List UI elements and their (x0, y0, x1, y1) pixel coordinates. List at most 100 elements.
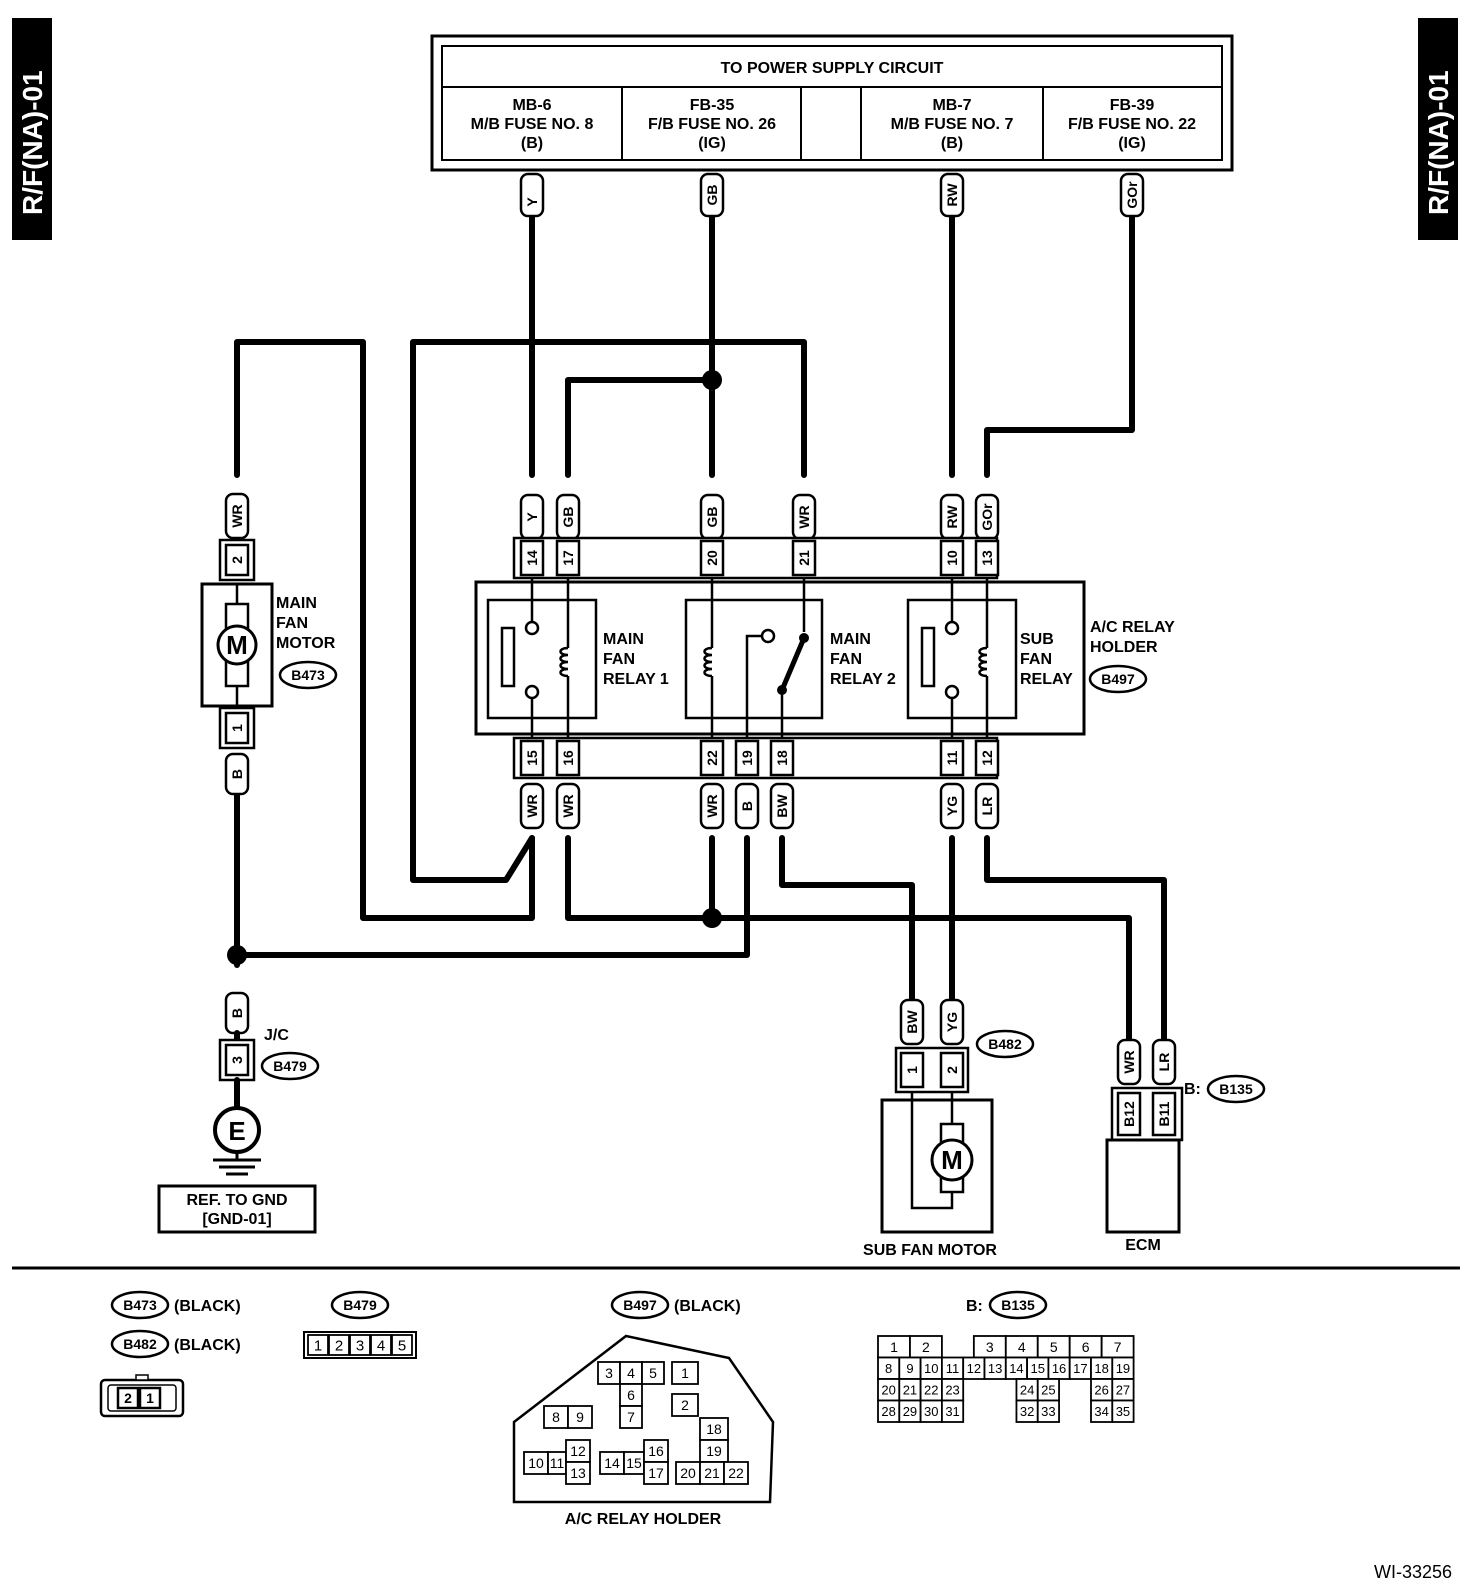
legend-b473-color: (BLACK) (174, 1298, 241, 1315)
junction-b (227, 945, 247, 965)
tag-wr-16: WR (560, 794, 576, 817)
pin-label: 6 (1082, 1339, 1090, 1355)
relay1-label-1: MAIN (603, 631, 644, 648)
power-cell-mb6-fuse: M/B FUSE NO. 8 (471, 116, 594, 133)
pin-label: 3 (605, 1365, 613, 1381)
tag-lr-12: LR (979, 797, 995, 816)
pin-label: 5 (398, 1337, 406, 1354)
pin-label: 33 (1041, 1404, 1055, 1419)
pin-label: 16 (1052, 1361, 1066, 1376)
side-tab-left: R/F(NA)-01 (12, 18, 52, 240)
relay1-label-2: FAN (603, 651, 635, 668)
relay2-label-2: FAN (830, 651, 862, 668)
pin-label: 14 (604, 1455, 620, 1471)
pin-label: 10 (528, 1455, 544, 1471)
connector-b473: B473 (291, 667, 325, 683)
jc-label: J/C (264, 1027, 289, 1044)
pin-label: 7 (627, 1409, 635, 1425)
pin-label: 18 (1094, 1361, 1108, 1376)
pin-label: 21 (704, 1465, 720, 1481)
sub-fan-motor: BW YG B482 1 2 M SUB FAN MOTOR (863, 998, 1035, 1259)
wire-lr (984, 835, 1167, 1043)
legend-b482-pin-1: 1 (146, 1390, 154, 1406)
pin-19: 19 (739, 750, 755, 766)
pin-15: 15 (524, 750, 540, 766)
pin-label: 2 (681, 1397, 689, 1413)
pin-label: 12 (570, 1443, 586, 1459)
power-cell-mb6-type: (B) (521, 135, 543, 152)
pin-label: 19 (706, 1443, 722, 1459)
main-motor-pin-1: 1 (229, 724, 245, 732)
pin-label: 31 (945, 1404, 959, 1419)
pin-label: 9 (576, 1409, 584, 1425)
relay-bottom-pins: 15 16 22 19 18 11 12 (519, 739, 1000, 777)
legend-b135-code: B135 (1001, 1297, 1035, 1313)
pin-label: 1 (681, 1365, 689, 1381)
junction-gb (702, 370, 722, 390)
pin-label: 3 (986, 1339, 994, 1355)
pin-label: 6 (627, 1387, 635, 1403)
tag-gb-top: GB (704, 185, 720, 206)
pin-label: 4 (377, 1337, 385, 1354)
relay2-label-3: RELAY 2 (830, 671, 896, 688)
tag-wr-22: WR (704, 794, 720, 817)
ecm-pin-b12: B12 (1121, 1101, 1137, 1127)
pin-22: 22 (704, 750, 720, 766)
power-supply-title: TO POWER SUPPLY CIRCUIT (721, 60, 944, 77)
power-cell-mb7-id: MB-7 (932, 97, 971, 114)
connector-b479: B479 (273, 1058, 307, 1074)
main-motor-pin-2: 2 (229, 556, 245, 564)
pin-label: 11 (550, 1455, 565, 1471)
wire-wr-21-loop (410, 339, 807, 883)
pin-label: 2 (922, 1339, 930, 1355)
pin-label: 7 (1114, 1339, 1122, 1355)
pin-label: 18 (706, 1421, 722, 1437)
power-cell-fb35-type: (IG) (698, 135, 726, 152)
main-fan-relay-2: MAIN FAN RELAY 2 (684, 578, 896, 738)
legend-b482-code: B482 (123, 1336, 157, 1352)
legend-b497-color: (BLACK) (674, 1298, 741, 1315)
relay-bottom-wire-tags: WR WR WR B BW YG LR (519, 782, 1000, 830)
sub-motor-pin-1: 1 (904, 1066, 920, 1074)
legend-b482-pin-2: 2 (124, 1390, 132, 1406)
pin-label: 5 (1050, 1339, 1058, 1355)
pin-label: 15 (626, 1455, 642, 1471)
relay-holder-label-1: A/C RELAY (1090, 619, 1175, 636)
power-cell-fb35-id: FB-35 (690, 97, 735, 114)
pin-label: 19 (1116, 1361, 1130, 1376)
tag-gb-relay-17: GB (560, 507, 576, 528)
power-supply-box: TO POWER SUPPLY CIRCUIT MB-6 M/B FUSE NO… (430, 34, 1234, 172)
pin-13: 13 (979, 550, 995, 566)
tag-yg-11: YG (944, 796, 960, 816)
power-cell-mb7: MB-7 M/B FUSE NO. 7 (B) (891, 97, 1014, 152)
legend-b482-color: (BLACK) (174, 1337, 241, 1354)
pin-label: 5 (649, 1365, 657, 1381)
junction-wr (702, 908, 722, 928)
connector-b135: B135 (1219, 1081, 1253, 1097)
pin-label: 22 (728, 1465, 744, 1481)
ecm-connector-prefix: B: (1184, 1081, 1201, 1098)
pin-label: 35 (1116, 1404, 1130, 1419)
power-cell-mb7-fuse: M/B FUSE NO. 7 (891, 116, 1014, 133)
pin-label: 11 (946, 1361, 960, 1376)
relay3-label-3: RELAY (1020, 671, 1073, 688)
pin-label: 34 (1094, 1404, 1108, 1419)
sub-motor-label: SUB FAN MOTOR (863, 1242, 997, 1259)
pin-label: 13 (988, 1361, 1002, 1376)
main-fan-relay-1: MAIN FAN RELAY 1 (486, 578, 669, 738)
tag-rw-top: RW (944, 183, 960, 207)
pin-label: 4 (627, 1365, 635, 1381)
pin-14: 14 (524, 550, 540, 566)
main-fan-motor: WR 2 M 1 B MAIN FAN MOTOR B473 (200, 492, 338, 796)
relay3-label-2: FAN (1020, 651, 1052, 668)
jc-ground: B 3 J/C B479 E REF. TO GND [GND-01] (157, 991, 320, 1234)
connector-b497: B497 (1101, 671, 1135, 687)
pin-label: 4 (1018, 1339, 1026, 1355)
main-motor-label-3: MOTOR (276, 635, 336, 652)
pin-label: 29 (903, 1404, 917, 1419)
legend-b135-prefix: B: (966, 1298, 983, 1315)
